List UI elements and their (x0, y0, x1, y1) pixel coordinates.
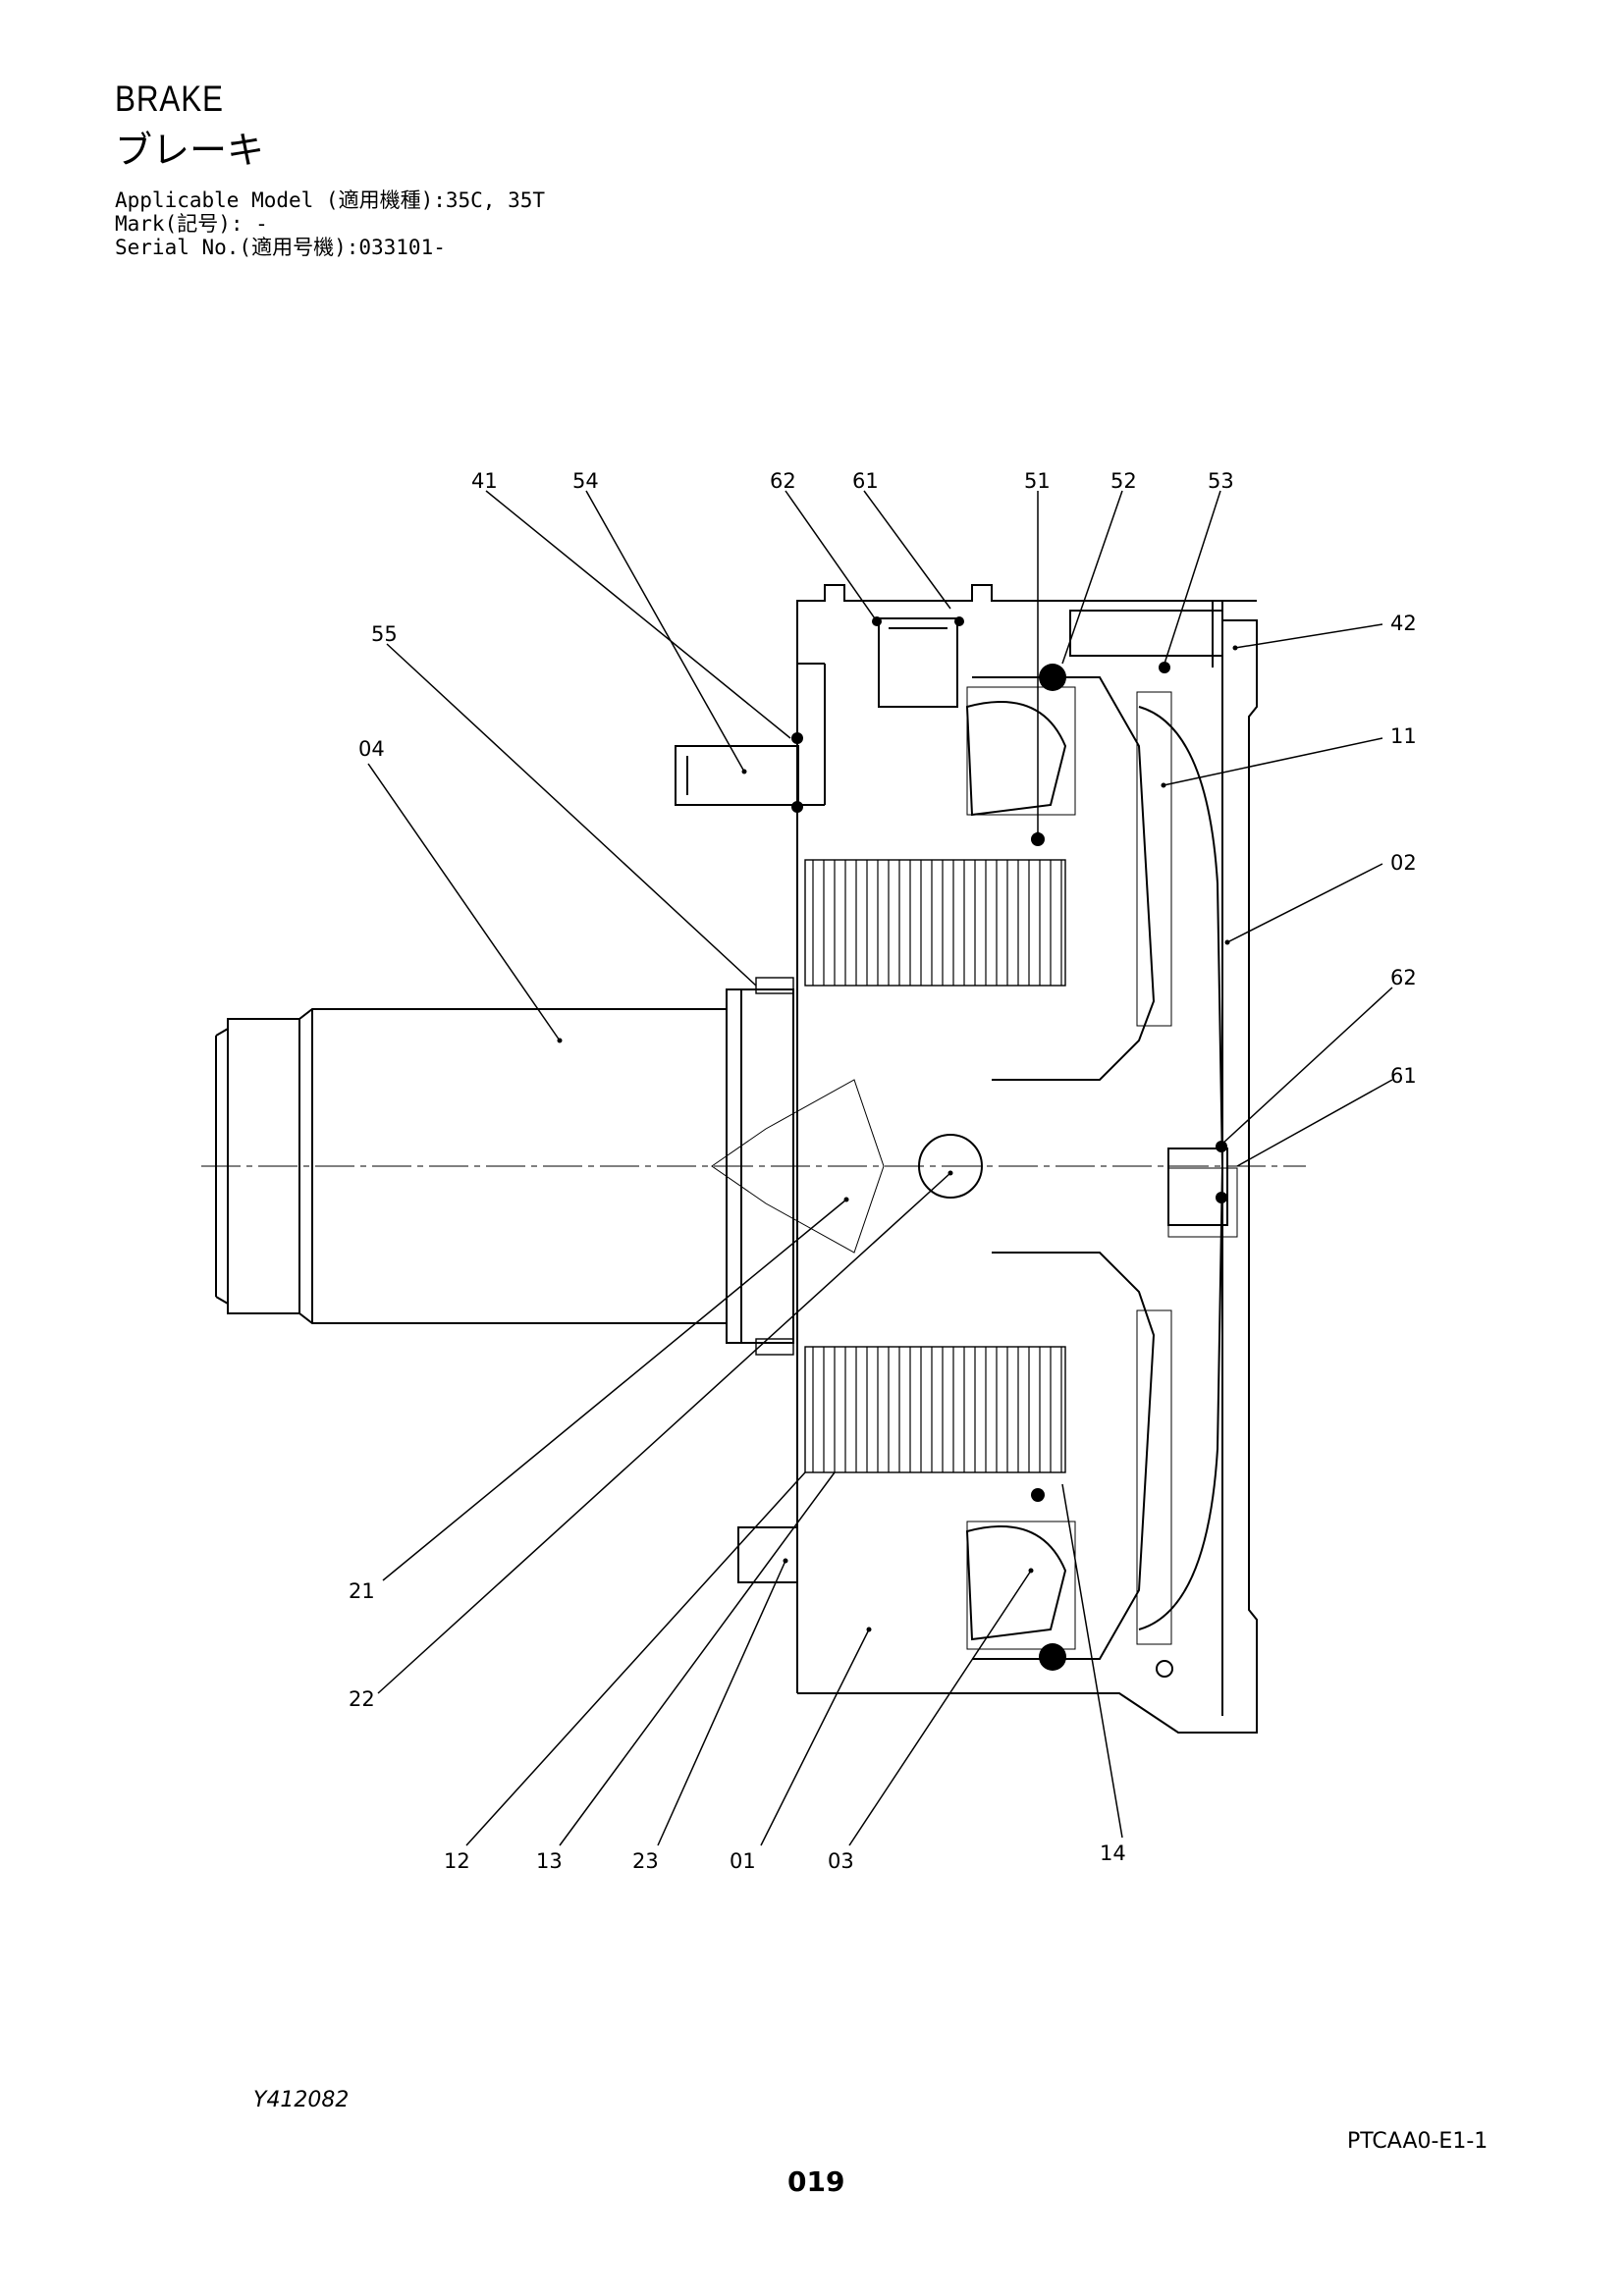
ball-part (918, 1134, 983, 1199)
callout-62b: 62 (1390, 966, 1417, 989)
page-number: 019 (787, 2165, 845, 2198)
callout-54: 54 (572, 469, 599, 493)
callout-03: 03 (828, 1849, 854, 1873)
callout-51: 51 (1024, 469, 1051, 493)
page-title: BRAKE (115, 79, 224, 119)
callout-42: 42 (1390, 612, 1417, 635)
callout-41: 41 (471, 469, 498, 493)
mark-code: Mark(記号): - (115, 212, 268, 236)
callout-02: 02 (1390, 851, 1417, 875)
callout-53: 53 (1208, 469, 1234, 493)
leader-lines (367, 490, 1393, 1846)
plug-part (878, 617, 1228, 1226)
callout-12: 12 (444, 1849, 470, 1873)
callout-01: 01 (730, 1849, 756, 1873)
page-title-japanese: ブレーキ (115, 129, 265, 172)
callout-14: 14 (1100, 1842, 1126, 1865)
bolt-part (675, 601, 1223, 806)
callout-22: 22 (349, 1687, 375, 1711)
disc-stack-part (804, 859, 1066, 1473)
callout-13: 13 (536, 1849, 563, 1873)
callout-23: 23 (632, 1849, 659, 1873)
callout-04: 04 (358, 737, 385, 761)
callout-55: 55 (371, 622, 398, 646)
spring-part (965, 686, 1076, 1650)
callout-21: 21 (349, 1579, 375, 1603)
drawing-number: Y412082 (253, 2088, 350, 2112)
callout-61b: 61 (1390, 1064, 1417, 1088)
housing-part (737, 584, 1222, 1734)
serial-number: Serial No.(適用号機):033101- (115, 236, 446, 259)
o-rings (791, 616, 1227, 1671)
applicable-model: Applicable Model (適用機種):35C, 35T (115, 188, 546, 212)
callout-11: 11 (1390, 724, 1417, 748)
callout-61: 61 (852, 469, 879, 493)
shaft-part (215, 988, 885, 1344)
callout-labels: 41 54 62 61 51 52 53 42 55 04 11 02 62 6… (349, 469, 1417, 1873)
callout-62: 62 (770, 469, 796, 493)
piston-part (972, 676, 1224, 1660)
disc-lines (812, 860, 1062, 1472)
callout-52: 52 (1110, 469, 1137, 493)
sheet-code: PTCAA0-E1-1 (1347, 2129, 1489, 2154)
